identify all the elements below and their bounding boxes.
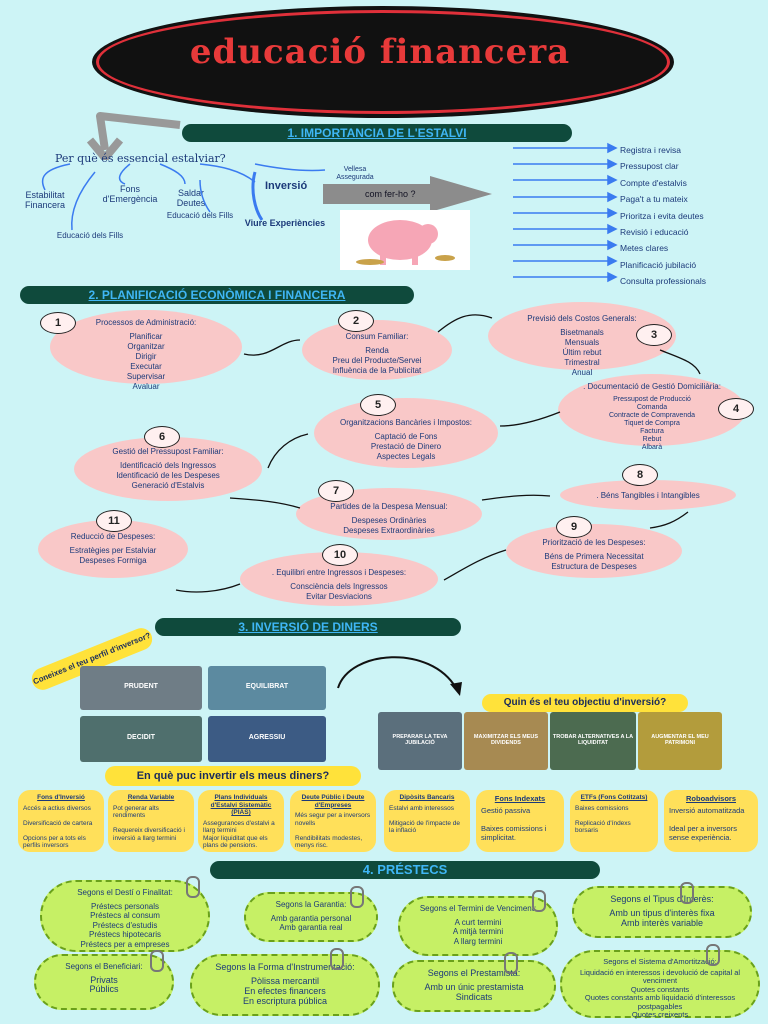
tip-item: Consulta professionals (620, 276, 706, 287)
profile-photo-equilibrat: EQUILIBRAT (208, 666, 326, 710)
tip-item: Paga't a tu mateix (620, 194, 688, 205)
node-6-number: 6 (144, 426, 180, 448)
paperclip-icon (150, 950, 164, 972)
node-1-number: 1 (40, 312, 76, 334)
s1-node-inversio: Inversió (265, 180, 308, 192)
node-9: Priorització de les Despeses:Béns de Pri… (506, 524, 682, 578)
section-4-header: 4. PRÉSTECS (210, 861, 600, 879)
section-2-header: 2. PLANIFICACIÓ ECONÒMICA I FINANCERA (20, 286, 414, 304)
section-1-header: 1. IMPORTANCIA DE L'ESTALVI (182, 124, 572, 142)
chevron-arrow-icon (86, 112, 181, 160)
tip-item: Compte d'estalvis (620, 177, 687, 188)
paperclip-icon (350, 886, 364, 908)
node-6: Gestió del Pressupost Familiar:Identific… (74, 437, 262, 501)
node-4-number: 4 (718, 398, 754, 420)
s1-node-educacio-1: Educació dels Fills (56, 231, 124, 240)
s1-node-fons: Fons d'Emergència (102, 184, 158, 204)
s1-node-vellesa: Vellesa Assegurada (336, 166, 374, 181)
paperclip-icon (680, 882, 694, 904)
paperclip-icon (504, 952, 518, 974)
paperclip-icon (706, 944, 720, 966)
loan-card: Segons el Sistema d'Amortització:Liquida… (560, 950, 760, 1019)
loan-card: Segons la Garantia:Amb garantia personal… (244, 892, 378, 942)
s1-node-estabilitat: Estabilitat Financera (24, 190, 66, 210)
invest-card: Plans Individuals d'Estalvi Sistemàtic (… (198, 790, 284, 852)
tip-item: Pressupost clar (620, 161, 679, 172)
where-label: En què puc invertir els meus diners? (105, 766, 361, 786)
objective-label: Quin és el teu objectiu d'inversió? (482, 694, 688, 712)
paperclip-icon (186, 876, 200, 898)
node-2-number: 2 (338, 310, 374, 332)
node-7: Partides de la Despesa Mensual:Despeses … (296, 488, 482, 540)
s1-question: Per què és essencial estalviar? (55, 152, 226, 165)
objective-photo-3: TROBAR ALTERNATIVES A LA LIQUIDITAT (550, 712, 636, 770)
profile-photo-agressiu: AGRESSIU (208, 716, 326, 762)
node-7-number: 7 (318, 480, 354, 502)
node-10-number: 10 (322, 544, 358, 566)
s1-node-educacio-2: Educació dels Fills (166, 211, 234, 220)
tip-item: Prioritza i evita deutes (620, 210, 704, 221)
node-9-number: 9 (556, 516, 592, 538)
loan-card: Segons la Forma d'Instrumentació:Pòlissa… (190, 954, 380, 1016)
tips-arrows (513, 142, 618, 283)
node-3-number: 3 (636, 324, 672, 346)
how-arrow-icon (430, 176, 492, 212)
node-5: Organitzacions Bancàries i Impostos:Capt… (314, 398, 498, 468)
s2-flow-arrows (175, 314, 701, 593)
s1-node-deutes: Saldar Deutes (176, 188, 206, 208)
tip-item: Metes clares (620, 243, 669, 254)
invest-card: ETFs (Fons Cotitzats)Baixes comissions R… (570, 790, 658, 852)
node-2: Consum Familiar:Renda Preu del Producte/… (302, 320, 452, 380)
loan-card: Segons el Prestamista:Amb un únic presta… (392, 960, 556, 1012)
profile-photo-prudent: PRUDENT (80, 666, 202, 710)
objective-photo-4: AUGMENTAR EL MEU PATRIMONI (638, 712, 722, 770)
s1-node-viure: Viure Experiències (244, 218, 326, 228)
objective-photo-1: PREPARAR LA TEVA JUBILACIÓ (378, 712, 462, 770)
paperclip-icon (330, 948, 344, 970)
title-oval (96, 10, 670, 114)
tip-item: Registra i revisa (620, 145, 681, 155)
loan-card: Segons el Termini de Venciment:A curt te… (398, 896, 558, 956)
node-8-number: 8 (622, 464, 658, 486)
node-11-number: 11 (96, 510, 132, 532)
tip-item: Planificació jubilació (620, 259, 697, 270)
section-3-header: 3. INVERSIÓ DE DINERS (155, 618, 461, 636)
tips-list: Registra i revisa Pressupost clar Compte… (620, 142, 706, 290)
node-1: Processos de Administració:Planificar Or… (50, 310, 242, 391)
objective-photo-2: MAXIMITZAR ELS MEUS DIVIDENDS (464, 712, 548, 770)
profile-photo-decidit: DECIDIT (80, 716, 202, 762)
loan-card: Segons el Destí o Finalitat:Préstecs per… (40, 880, 210, 952)
loan-card: Segons el Tipus d'Interès:Amb un tipus d… (572, 886, 752, 938)
page-title: educació financera (189, 32, 571, 72)
s1-connector-arrows (41, 163, 326, 231)
how-label: com fer-ho ? (365, 189, 416, 199)
piggy-bank-icon (340, 210, 470, 270)
node-8: . Béns Tangibles i Intangibles (560, 480, 736, 510)
tip-item: Revisió i educació (620, 227, 689, 238)
node-4: . Documentació de Gestió Domiciliària:Pr… (558, 374, 746, 451)
curved-arrow-icon (337, 656, 462, 696)
how-arrow-bar (323, 184, 433, 204)
paperclip-icon (532, 890, 546, 912)
node-5-number: 5 (360, 394, 396, 416)
